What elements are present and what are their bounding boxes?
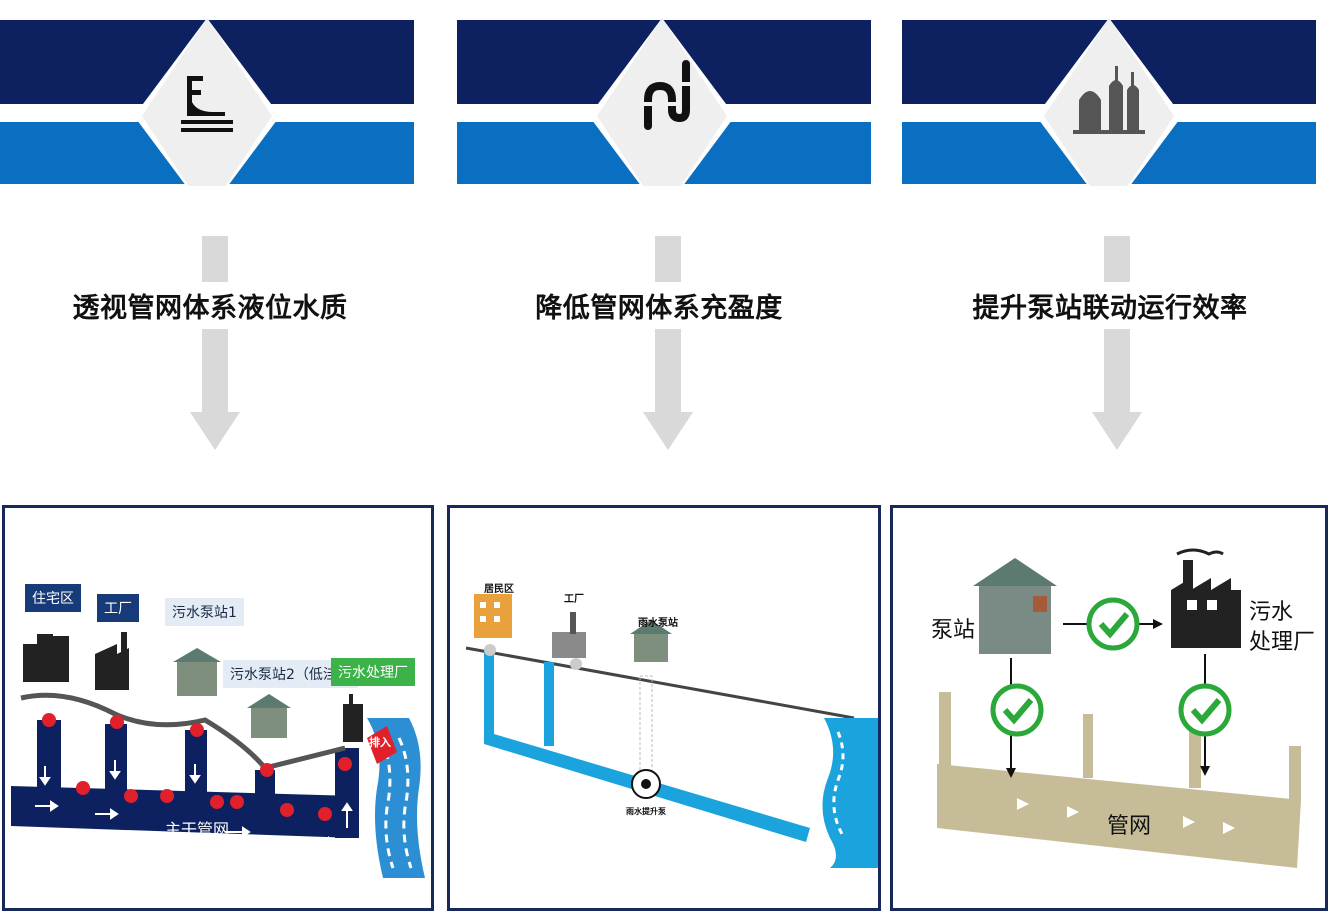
plant-label-line2: 处理厂 — [1249, 630, 1316, 655]
tag-pump-station-1: 污水泵站1 — [165, 598, 244, 626]
plant-label-line1: 污水 — [1249, 600, 1294, 625]
tag-residential: 住宅区 — [25, 584, 81, 612]
column-water-level: 透视管网体系液位水质 — [0, 0, 434, 915]
down-arrow — [643, 236, 693, 451]
pipe-icon — [610, 46, 714, 150]
panel-rain-pump: 居民区 工厂 雨水泵站 雨水提升泵 — [447, 505, 881, 911]
column-pipe-fullness: 降低管网体系充盈度 居民区 工厂 雨水泵站 雨水提升泵 — [447, 0, 881, 915]
heading: 降低管网体系充盈度 — [449, 282, 869, 329]
heading: 提升泵站联动运行效率 — [900, 282, 1320, 329]
level-gauge-icon — [155, 46, 259, 150]
main-pipe-label: 主干管网 — [165, 820, 230, 839]
outfall-label: 排入 — [369, 736, 391, 749]
down-arrow — [190, 236, 240, 451]
tag-treatment-plant: 污水处理厂 — [331, 658, 415, 686]
panel-pump-linkage: 泵站 污水 处理厂 管网 — [890, 505, 1328, 911]
plant-icon — [1057, 46, 1161, 150]
panel-level-monitoring: 住宅区 工厂 污水泵站1 污水泵站2（低洼） 污水处理厂 主干管网 排入 — [2, 505, 434, 911]
factory-label: 工厂 — [564, 594, 584, 605]
rain-lift-pump-label: 雨水提升泵 — [626, 807, 666, 816]
down-arrow — [1092, 236, 1142, 451]
pump-station-label: 泵站 — [931, 618, 976, 643]
column-pump-efficiency: 提升泵站联动运行效率 — [890, 0, 1328, 915]
banner — [0, 18, 414, 186]
rain-pump-station-label: 雨水泵站 — [638, 618, 678, 629]
residential-label: 居民区 — [484, 584, 514, 595]
network-label: 管网 — [1107, 814, 1152, 839]
heading: 透视管网体系液位水质 — [0, 282, 420, 329]
tag-factory: 工厂 — [97, 594, 139, 622]
banner — [457, 18, 871, 186]
